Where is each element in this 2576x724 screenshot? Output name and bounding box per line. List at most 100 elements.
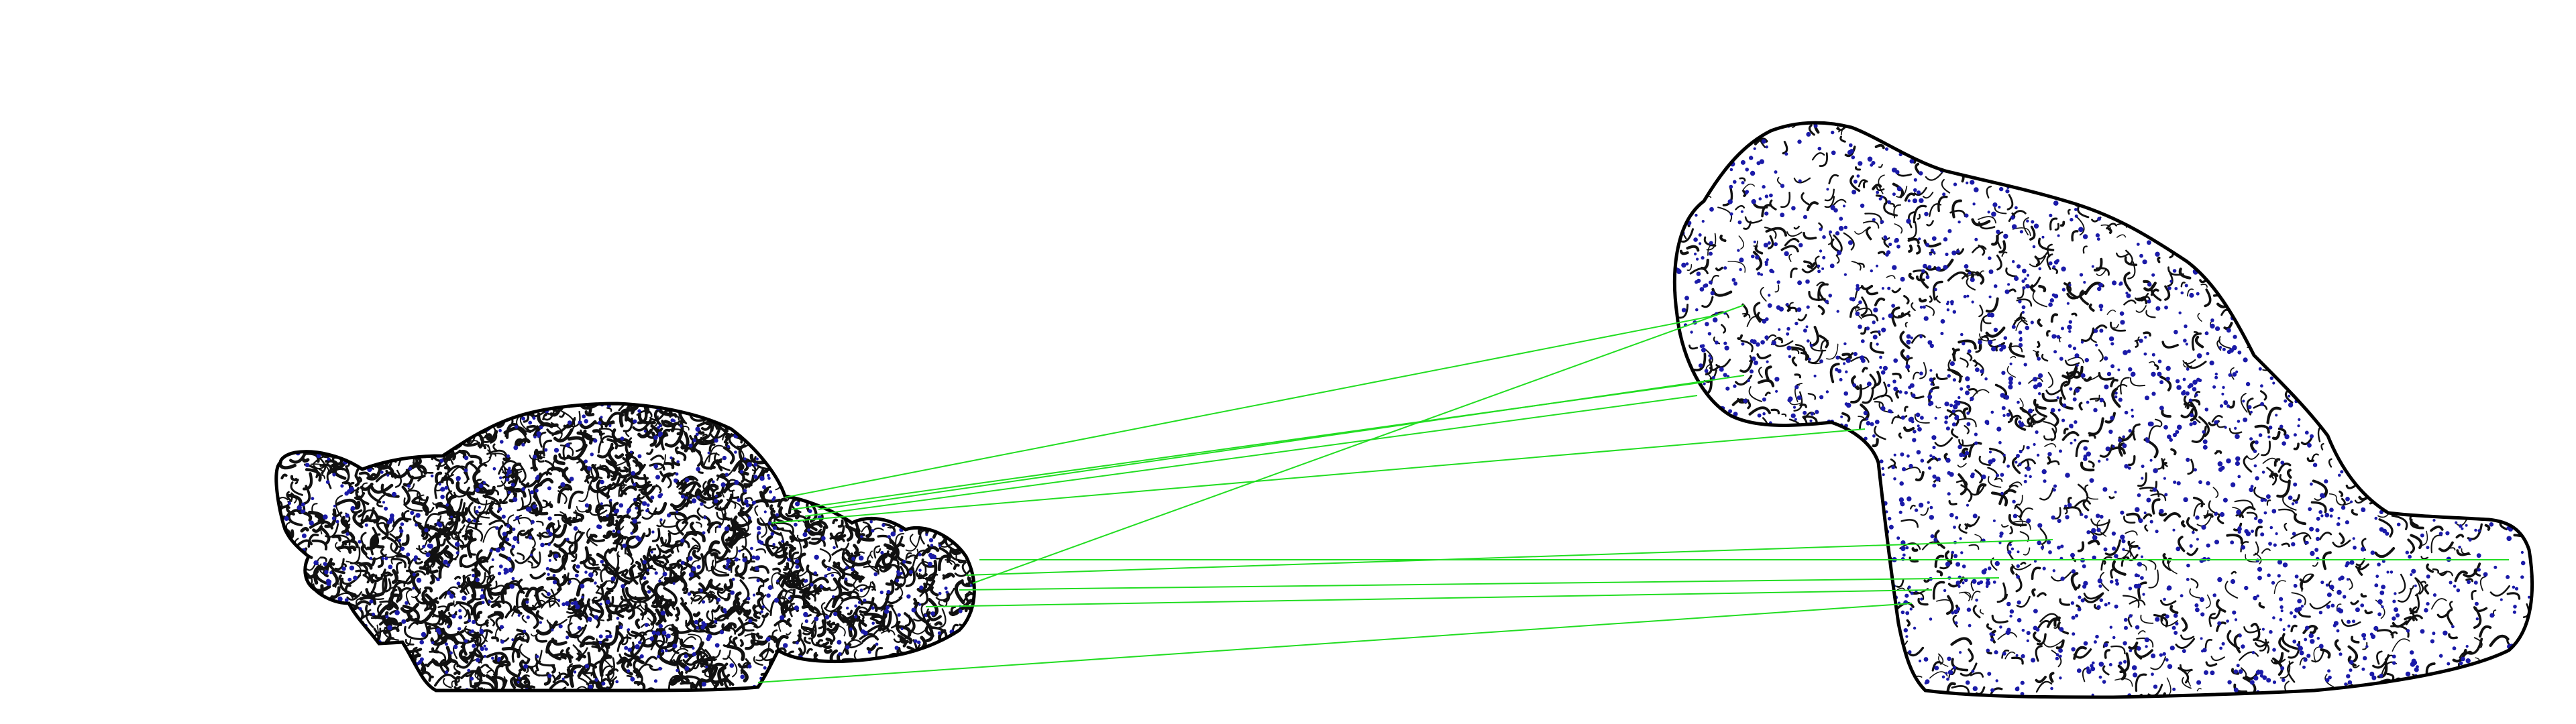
tissue-texture-stroke	[321, 680, 335, 689]
tissue-texture-stroke	[1832, 198, 1847, 207]
tissue-texture-stroke	[521, 615, 527, 623]
tissue-texture-stroke	[374, 464, 394, 478]
tissue-texture-stroke	[1978, 244, 1986, 256]
keypoint	[859, 588, 863, 593]
keypoint	[918, 603, 922, 606]
tissue-texture-stroke	[1827, 233, 1833, 245]
tissue-texture-stroke	[2041, 392, 2058, 402]
tissue-texture-stroke	[2500, 257, 2508, 262]
tissue-texture-stroke	[1932, 280, 1943, 301]
tissue-texture-stroke	[660, 602, 669, 623]
tissue-texture-stroke	[2059, 337, 2061, 343]
keypoint	[771, 497, 775, 501]
keypoint	[727, 444, 731, 448]
tissue-texture-stroke	[732, 636, 738, 648]
tissue-texture-stroke	[846, 470, 856, 477]
tissue-texture-stroke	[1746, 316, 1760, 327]
keypoint	[410, 510, 415, 516]
tissue-texture-stroke	[2088, 417, 2104, 436]
tissue-texture-stroke	[535, 610, 544, 620]
keypoint	[298, 682, 302, 686]
tissue-texture-stroke	[498, 498, 508, 505]
keypoint	[724, 526, 730, 532]
tissue-texture-stroke	[449, 426, 455, 435]
tissue-texture-stroke	[2286, 286, 2291, 296]
tissue-texture-stroke	[2430, 534, 2443, 554]
tissue-texture-stroke	[694, 553, 705, 576]
tissue-texture-stroke	[722, 446, 735, 465]
tissue-texture-stroke	[511, 467, 519, 479]
tissue-texture-stroke	[422, 409, 435, 417]
tissue-texture-stroke	[1780, 686, 1786, 697]
tissue-texture-stroke	[2127, 261, 2136, 280]
keypoint	[492, 467, 496, 471]
tissue-texture-stroke	[1870, 330, 1881, 336]
tissue-texture-stroke	[342, 413, 364, 427]
tissue-texture-stroke	[516, 417, 531, 433]
keypoint	[959, 664, 965, 668]
tissue-texture-stroke	[777, 410, 792, 426]
tissue-texture-stroke	[2110, 645, 2126, 654]
tissue-texture-stroke	[1693, 353, 1707, 371]
keypoint	[508, 567, 513, 572]
tissue-texture-stroke	[384, 648, 398, 658]
tissue-texture-stroke	[490, 618, 496, 627]
tissue-texture-stroke	[788, 603, 795, 617]
tissue-texture-stroke	[286, 577, 299, 593]
keypoint	[734, 557, 739, 562]
tissue-texture-stroke	[2008, 342, 2025, 358]
tissue-texture-stroke	[2290, 532, 2312, 540]
tissue-texture-stroke	[2255, 639, 2270, 654]
tissue-texture-stroke	[1958, 591, 1972, 598]
tissue-texture-stroke	[1723, 425, 1733, 446]
keypoint	[775, 404, 778, 408]
tissue-texture-stroke	[924, 433, 930, 439]
keypoint	[309, 520, 314, 526]
tissue-texture-stroke	[558, 453, 572, 460]
keypoint	[335, 520, 339, 524]
tissue-texture-stroke	[1927, 457, 1939, 464]
tissue-texture-stroke	[407, 483, 415, 490]
tissue-texture-stroke	[1774, 514, 1784, 528]
keypoint	[506, 454, 511, 459]
tissue-texture-stroke	[777, 562, 795, 577]
tissue-texture-stroke	[1786, 652, 1803, 658]
tissue-texture-stroke	[2420, 303, 2424, 312]
tissue-texture-stroke	[382, 668, 405, 678]
tissue-texture-stroke	[286, 493, 303, 507]
tissue-texture-stroke	[1748, 581, 1755, 587]
tissue-texture-stroke	[576, 647, 588, 656]
tissue-texture-stroke	[2037, 341, 2041, 349]
tissue-texture-stroke	[354, 640, 362, 659]
keypoint	[380, 470, 384, 474]
tissue-texture-stroke	[517, 438, 531, 446]
keypoint	[881, 441, 885, 446]
tissue-texture-stroke	[1970, 672, 1984, 678]
tissue-texture-stroke	[396, 436, 400, 442]
tissue-texture-stroke	[2302, 274, 2319, 283]
tissue-texture-stroke	[326, 467, 336, 489]
tissue-texture-stroke	[1786, 533, 1798, 545]
tissue-texture-stroke	[2410, 105, 2416, 122]
tissue-texture-stroke	[796, 534, 805, 541]
tissue-texture-stroke	[2246, 511, 2258, 520]
tissue-texture-stroke	[568, 599, 574, 608]
tissue-texture-stroke	[313, 658, 332, 670]
tissue-texture-stroke	[1974, 129, 1985, 148]
tissue-texture-stroke	[780, 439, 798, 452]
keypoint	[885, 404, 890, 408]
keypoint	[792, 476, 796, 480]
tissue-texture-stroke	[1931, 661, 1942, 672]
tissue-texture-stroke	[652, 688, 661, 690]
tissue-texture-stroke	[517, 552, 525, 560]
tissue-texture-stroke	[562, 442, 572, 461]
keypoint	[643, 430, 647, 433]
tissue-texture-stroke	[846, 416, 867, 428]
keypoint	[680, 538, 685, 543]
tissue-texture-stroke	[2290, 253, 2298, 265]
keypoint	[506, 410, 511, 414]
keypoint	[513, 445, 519, 450]
tissue-texture-stroke	[2098, 349, 2104, 362]
keypoint	[447, 591, 451, 595]
